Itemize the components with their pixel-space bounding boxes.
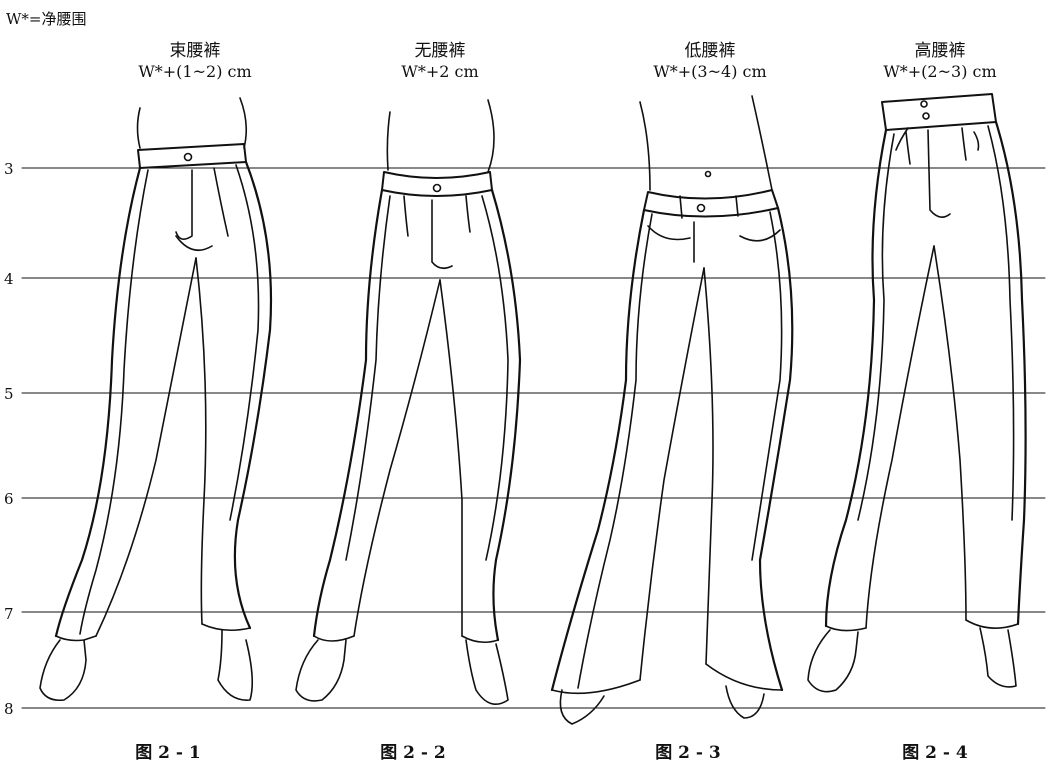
style-formula-3: W*+(3~4) cm [653,62,767,81]
style-name-2: 无腰裤 [414,41,466,61]
waist-note: W*=净腰围 [6,10,87,28]
level-label-4: 4 [4,270,14,288]
pants-figure-2 [295,99,522,706]
figure-caption-2: 图 2 - 2 [380,743,446,763]
level-label-3: 3 [4,160,14,178]
style-name-1: 束腰裤 [169,41,221,61]
figure-caption-1: 图 2 - 1 [135,743,201,763]
style-formula-2: W*+2 cm [401,62,479,81]
pants-figure-4 [807,93,1027,693]
style-name-3: 低腰裤 [684,41,736,61]
level-label-5: 5 [4,385,14,403]
level-label-8: 8 [4,700,14,718]
level-label-6: 6 [4,490,14,508]
style-name-4: 高腰裤 [914,41,966,61]
figure-caption-4: 图 2 - 4 [902,743,968,763]
pants-figure-3 [550,95,794,725]
style-formula-1: W*+(1~2) cm [138,62,252,81]
pants-figure-1 [39,97,273,702]
style-formula-4: W*+(2~3) cm [883,62,997,81]
reference-lines [21,167,1046,709]
level-label-7: 7 [4,605,14,623]
figure-caption-3: 图 2 - 3 [655,743,721,763]
